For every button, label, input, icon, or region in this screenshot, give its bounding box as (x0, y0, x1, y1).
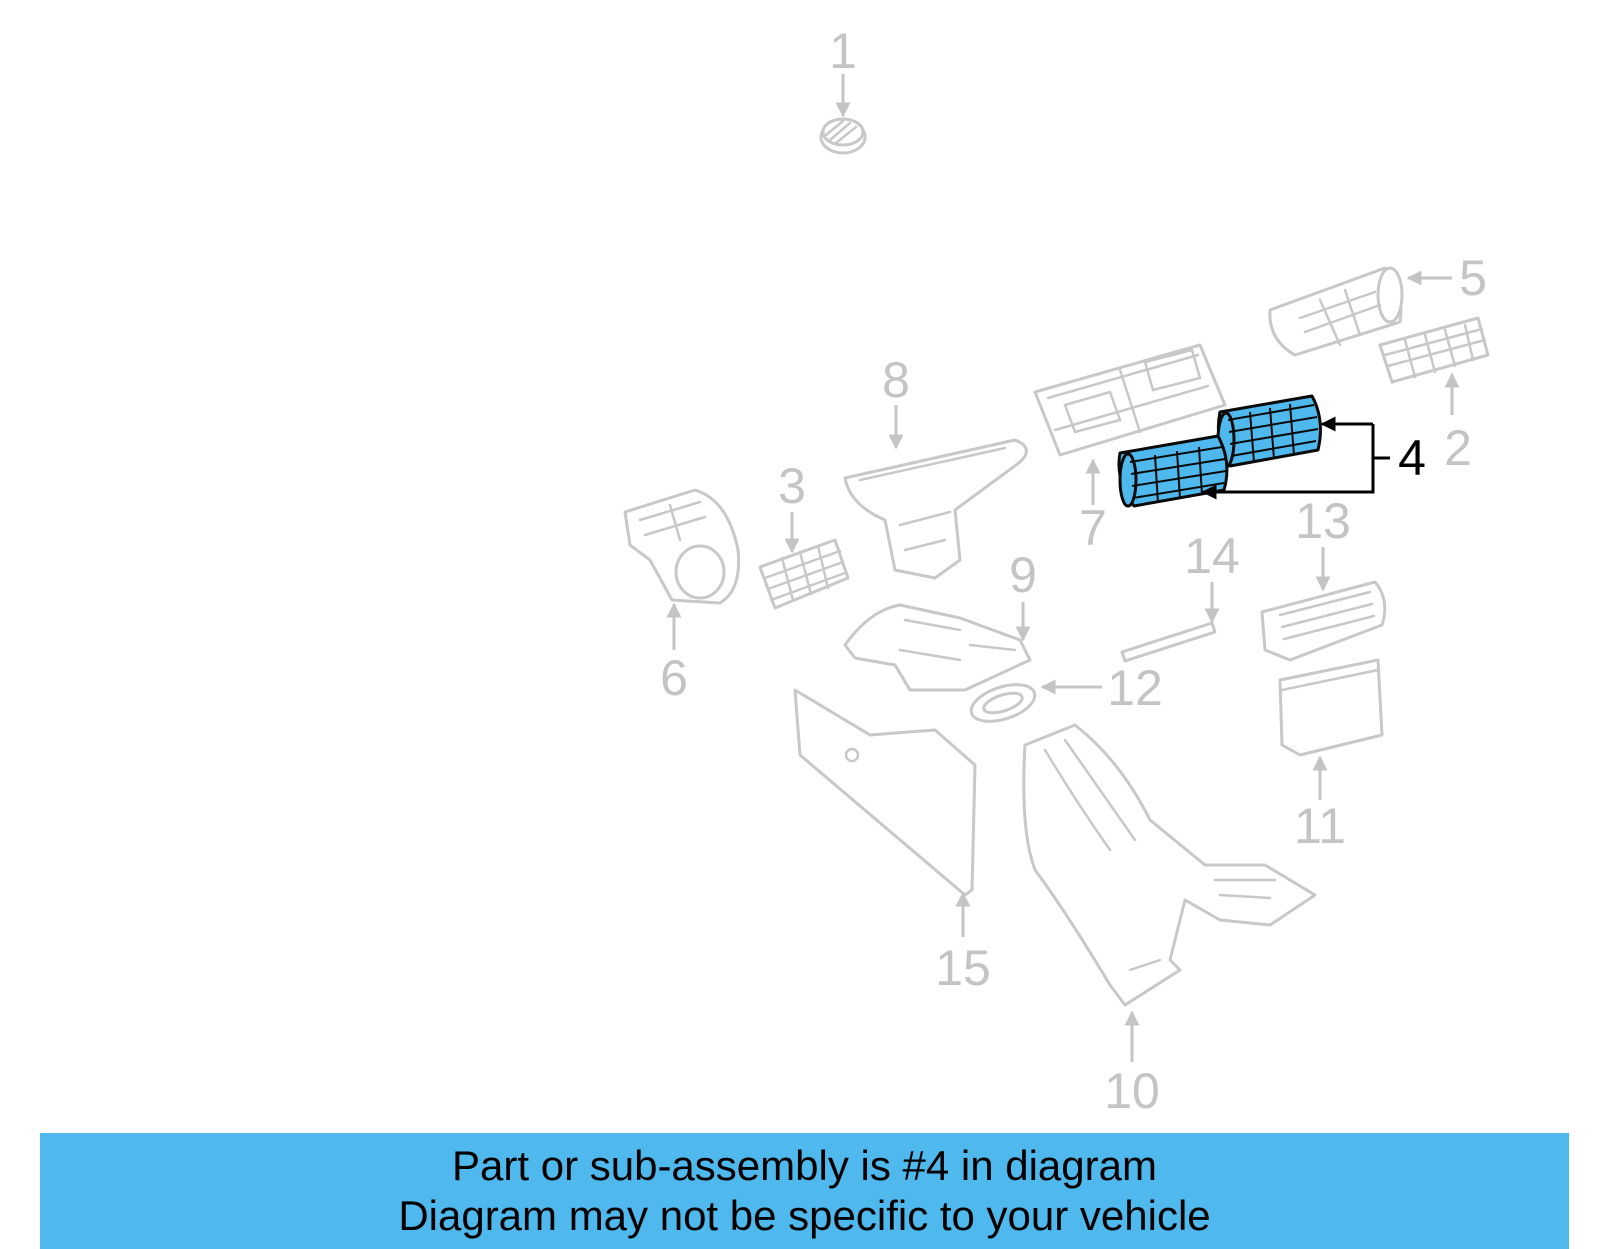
banner-line-part: Part or sub-assembly is #4 in diagram (452, 1142, 1157, 1189)
part-1-plug (819, 117, 867, 155)
part-6-side-vent (623, 488, 741, 605)
part-8-duct (843, 438, 1028, 580)
callout-5: 5 (1459, 250, 1487, 306)
banner-line-disclaimer: Diagram may not be specific to your vehi… (398, 1192, 1211, 1239)
callout-2: 2 (1444, 420, 1472, 476)
callout-11: 11 (1294, 798, 1346, 854)
part-11-vent (1278, 658, 1384, 757)
part-13-vent (1260, 580, 1387, 662)
callout-8: 8 (882, 352, 910, 408)
part-15-panel (793, 688, 977, 897)
part-4-vent-assembly (1117, 394, 1322, 508)
callout-1: 1 (829, 23, 857, 79)
callout-7: 7 (1079, 500, 1107, 556)
part-10-duct (1022, 723, 1317, 1007)
part-7-center-vent (1033, 343, 1227, 457)
callout-13: 13 (1295, 493, 1351, 549)
callout-15: 15 (935, 940, 991, 996)
part-12-seal (969, 683, 1037, 723)
part-9-duct (843, 603, 1032, 692)
callout-9: 9 (1009, 547, 1037, 603)
info-banner: Part or sub-assembly is #4 in diagram Di… (40, 1133, 1569, 1249)
callout-12: 12 (1107, 660, 1163, 716)
callout-10: 10 (1104, 1063, 1160, 1119)
part-14-strip (1120, 621, 1217, 663)
callout-14: 14 (1184, 528, 1240, 584)
part-3-grille (758, 538, 850, 610)
callout-6: 6 (660, 650, 688, 706)
callout-4-leader (1201, 416, 1390, 500)
part-5-vent-housing (1268, 266, 1404, 357)
part-2-grille (1378, 316, 1490, 384)
callout-4: 4 (1398, 430, 1426, 486)
callout-3: 3 (778, 458, 806, 514)
